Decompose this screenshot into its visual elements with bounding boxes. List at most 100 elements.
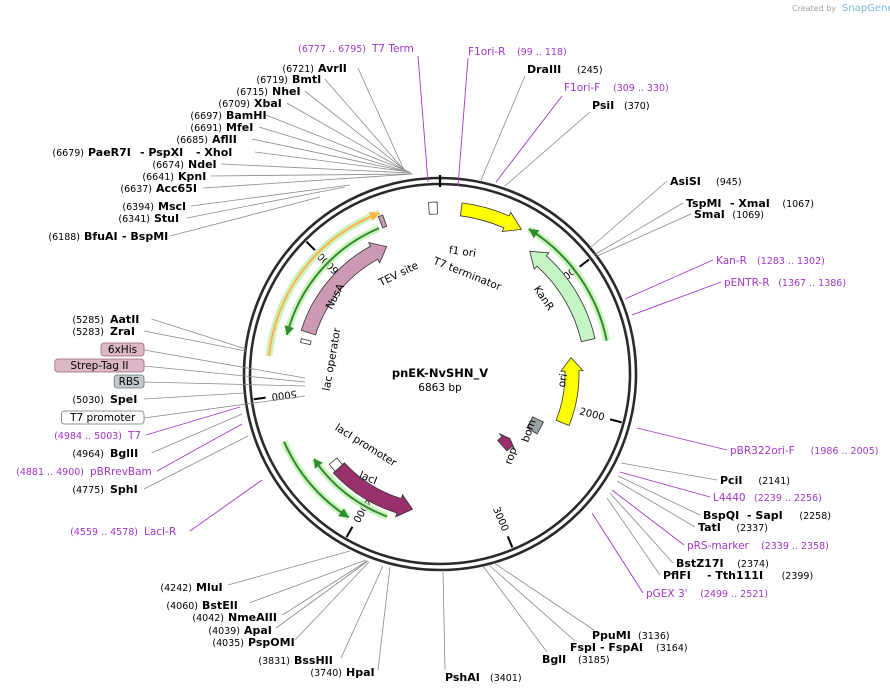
thin-arrowhead-1 [284, 325, 295, 335]
primer-leader [156, 423, 243, 472]
site-leader [203, 173, 414, 189]
site-leader [143, 330, 247, 352]
primer-kan-r-label: Kan-R [716, 255, 747, 267]
primer-prs-marker-label: pRS-marker [687, 540, 750, 552]
feature-box-rbs [113, 374, 145, 389]
feature-label-lacprom: lacI promoter [333, 422, 400, 470]
site-name: MluI [196, 581, 223, 594]
site-leader [143, 365, 306, 383]
site-coord: (4060) [166, 601, 198, 612]
site-leader [589, 180, 668, 249]
site-name: MfeI [226, 121, 253, 134]
primer-coord: (4559 .. 4578) [70, 527, 138, 538]
site-leader [504, 111, 591, 187]
site-leader [357, 67, 405, 171]
plasmid-size: 6863 bp [418, 382, 462, 394]
primer-leader [591, 512, 644, 594]
thin-arrowhead-3 [338, 508, 349, 518]
feature-nusa [300, 242, 388, 336]
site-leader [488, 564, 576, 642]
site-coord: (3164) [656, 643, 688, 654]
site-leader [493, 562, 595, 631]
site-coord: (4035) [212, 638, 244, 649]
site-leader [480, 75, 526, 181]
tick-4000 [345, 526, 354, 538]
site-name: - FspAI [600, 641, 643, 654]
primer-t7-label: T7 [127, 430, 141, 442]
thin-arrow-0 [267, 212, 380, 357]
site-coord: (6709) [218, 99, 250, 110]
site-coord: (6394) [122, 202, 154, 213]
feature-ori [555, 357, 584, 426]
feature-box-label: 6xHis [108, 344, 137, 356]
site-coord: (6674) [152, 160, 184, 171]
site-name: KpnI [178, 170, 206, 183]
primer-leader [631, 281, 722, 316]
primer-pgex-3--label: pGEX 3' [646, 588, 688, 600]
snapgene-logo-text: SnapGene [842, 3, 890, 14]
site-name: TspMI [686, 197, 722, 210]
tick-label-3000: 3000 [490, 505, 510, 533]
site-coord: (4039) [208, 626, 240, 637]
site-leader [275, 560, 369, 629]
site-leader [169, 196, 321, 237]
site-name: NdeI [188, 158, 217, 171]
primer-leader [619, 471, 711, 498]
site-coord: (6719) [256, 75, 288, 86]
site-coord: (6188) [48, 232, 80, 243]
site-coord: (945) [716, 177, 742, 188]
site-name: AflII [212, 133, 237, 146]
thin-arrows [265, 209, 611, 521]
site-name: - BspMI [122, 230, 168, 243]
site-leader [258, 126, 409, 173]
site-coord: (1067) [782, 199, 814, 210]
site-coord: (6637) [120, 184, 152, 195]
feature-tev [377, 214, 388, 229]
site-leader [143, 381, 306, 387]
site-name: PciI [720, 474, 742, 487]
site-leader [210, 173, 413, 177]
site-leader [220, 163, 412, 174]
primer-coord: (2499 .. 2521) [700, 589, 768, 600]
site-leader [265, 114, 408, 172]
primer-coord: (1367 .. 1386) [778, 278, 846, 289]
site-name: PflFI [663, 569, 691, 582]
site-name: BglII [110, 447, 138, 460]
site-leader [143, 395, 306, 419]
site-leader [616, 480, 696, 528]
feature-label-ori: ori [556, 373, 570, 389]
feature-box-6xhis [100, 342, 145, 357]
primer-t7term-label: T7 Term [371, 43, 414, 55]
site-coord: (2374) [737, 559, 769, 570]
site-coord: (3831) [258, 656, 290, 667]
site-leader [254, 151, 411, 173]
site-name: FspI [570, 641, 596, 654]
site-leader [304, 90, 406, 171]
primer-laci-r-label: LacI-R [144, 526, 176, 538]
feature-label-tev: TEV site [376, 260, 420, 290]
feature-bom [526, 416, 544, 435]
site-labels: (6777 .. 6795)T7 Term(6721)AvrII(6719)Bm… [16, 43, 878, 684]
site-coord: (6721) [282, 64, 314, 75]
primer-coord: (2239 .. 2256) [754, 493, 822, 504]
site-name: SphI [110, 483, 138, 496]
primer-coord: (4881 .. 4900) [16, 467, 84, 478]
site-name: BamHI [226, 109, 267, 122]
site-leader [340, 565, 384, 659]
site-leader [286, 102, 407, 172]
site-coord: (4242) [160, 583, 192, 594]
site-coord: (370) [624, 101, 650, 112]
site-coord: (6715) [236, 87, 268, 98]
tick-label-2000: 2000 [578, 406, 605, 423]
site-coord: (6697) [190, 111, 222, 122]
primer-coord: (2339 .. 2358) [761, 541, 829, 552]
site-name: HpaI [346, 666, 375, 679]
feature-box-label: RBS [119, 376, 140, 388]
site-name: NheI [272, 85, 301, 98]
site-name: Acc65I [156, 182, 197, 195]
primer-leader [457, 57, 469, 187]
site-coord: (6341) [118, 214, 150, 225]
site-leader [594, 213, 692, 258]
site-leader [294, 561, 370, 641]
feature-box-label: T7 promoter [69, 412, 136, 424]
